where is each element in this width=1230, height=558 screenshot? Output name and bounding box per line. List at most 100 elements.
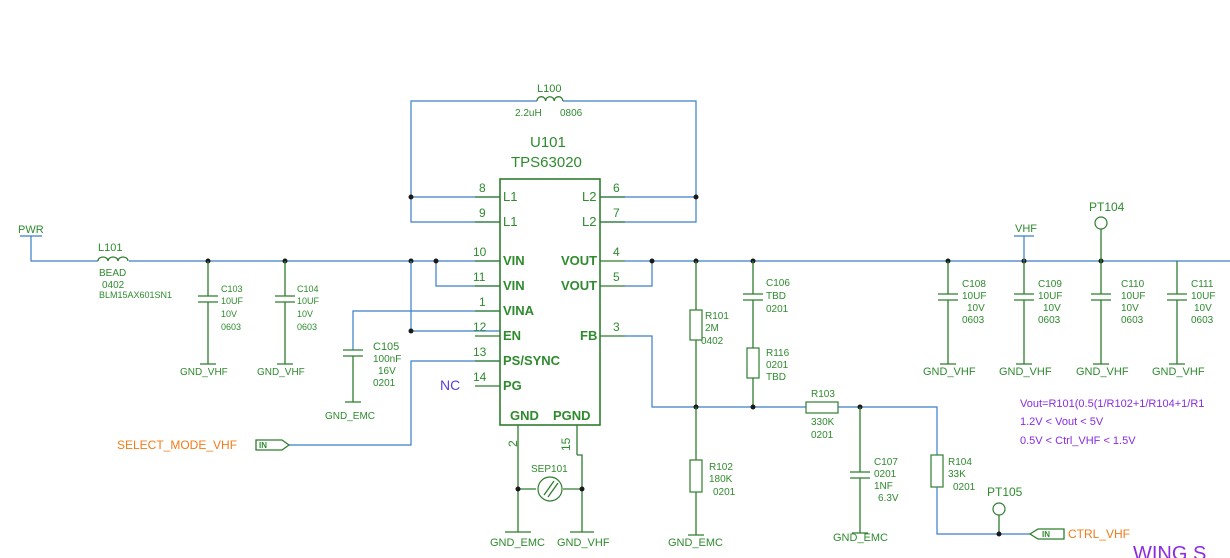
c109-voltage: 10V xyxy=(1043,303,1061,314)
pin-label: L2 xyxy=(582,214,596,229)
ic-u101: U101 TPS63020 8 9 10 11 1 12 13 14 L1 L1… xyxy=(473,134,625,455)
vhf-label: VHF xyxy=(1015,223,1037,235)
c107-ref: C107 xyxy=(874,457,898,468)
c108-voltage: 10V xyxy=(967,303,985,314)
ctrl-port-dir: IN xyxy=(1042,530,1050,539)
capacitor-c107: C107 0201 1NF 6.3V GND_EMC xyxy=(833,407,899,544)
resistor-r101: R101 2M 0402 xyxy=(689,261,729,405)
inductor-l100: L100 2.2uH 0806 xyxy=(515,83,583,119)
select-mode-port: IN SELECT_MODE_VHF xyxy=(117,438,291,452)
ic-part: TPS63020 xyxy=(511,154,582,171)
l100-ref: L100 xyxy=(537,83,561,95)
r104-ref: R104 xyxy=(948,457,972,468)
c108-ref: C108 xyxy=(962,279,986,290)
l101-part: BLM15AX601SN1 xyxy=(99,290,172,300)
pin-number: 9 xyxy=(479,206,486,220)
r116-package: 0201 xyxy=(766,360,789,371)
c107-voltage: 6.3V xyxy=(878,493,899,504)
pin-label: VOUT xyxy=(561,278,597,293)
c109-ref: C109 xyxy=(1038,279,1062,290)
capacitor-c111: C111 10UF 10V 0603 GND_VHF xyxy=(1152,261,1215,378)
l100-value: 2.2uH xyxy=(515,108,542,119)
pin-label: L1 xyxy=(503,214,517,229)
c104-value: 10UF xyxy=(297,296,320,306)
c106-package: 0201 xyxy=(766,304,789,315)
c110-voltage: 10V xyxy=(1121,303,1139,314)
pt105-ref: PT105 xyxy=(987,485,1023,499)
gnd-vhf-label: GND_VHF xyxy=(1152,366,1205,378)
pin-number: 10 xyxy=(473,245,487,259)
l101-ref: L101 xyxy=(98,242,122,254)
pin-label: VIN xyxy=(503,278,525,293)
r116-ref: R116 xyxy=(766,348,790,359)
l101-package: 0402 xyxy=(102,280,125,291)
capacitor-c106: C106 TBD 0201 xyxy=(743,261,790,348)
capacitor-c103: C103 10UF 10V 0603 GND_VHF xyxy=(180,261,244,378)
capacitor-c104: C104 10UF 10V 0603 GND_VHF xyxy=(257,261,320,378)
pin-label: FB xyxy=(580,328,597,343)
gnd-vhf-label: GND_VHF xyxy=(257,367,305,378)
pin-label: GND xyxy=(510,408,539,423)
junction xyxy=(408,328,414,334)
r103-value: 330K xyxy=(811,417,835,428)
vin-pin11-wire xyxy=(435,261,500,287)
capacitor-c109: C109 10UF 10V 0603 GND_VHF xyxy=(999,261,1062,378)
pin-number: 6 xyxy=(613,181,620,195)
l100-loop-wires xyxy=(410,100,697,223)
pin-label: PS/SYNC xyxy=(503,353,561,368)
pin-number: 8 xyxy=(479,181,486,195)
c103-ref: C103 xyxy=(221,284,243,294)
c111-voltage: 10V xyxy=(1194,303,1212,314)
pin-number: 11 xyxy=(473,270,486,284)
c104-voltage: 10V xyxy=(297,309,313,319)
c106-ref: C106 xyxy=(766,278,790,289)
gnd-emc-label: GND_EMC xyxy=(833,532,888,544)
c111-value: 10UF xyxy=(1191,291,1215,302)
pin-number: 15 xyxy=(559,437,573,451)
c106-value: TBD xyxy=(766,291,786,302)
note-vout-formula: Vout=R101(0.5(1/R102+1/R104+1/R1 xyxy=(1020,398,1204,410)
pin-label: VOUT xyxy=(561,253,597,268)
resistor-r102: R102 180K 0201 GND_EMC xyxy=(668,407,736,549)
resistor-r116: R116 0201 TBD xyxy=(746,347,790,407)
pin-label: VINA xyxy=(503,303,535,318)
fb-net xyxy=(625,335,938,455)
pin-number: 1 xyxy=(479,295,486,309)
gnd-vhf-label: GND_VHF xyxy=(1076,366,1129,378)
r103-package: 0201 xyxy=(811,430,834,441)
r104-package: 0201 xyxy=(953,482,976,493)
gnd-vhf-label: GND_VHF xyxy=(557,537,610,549)
select-mode-port-dir: IN xyxy=(259,441,267,450)
c107-package: 0201 xyxy=(874,469,897,480)
test-point-pt104: PT104 xyxy=(1089,200,1125,261)
test-point-pt105: PT105 xyxy=(987,485,1023,537)
pwr-label: PWR xyxy=(18,224,44,236)
r101-ref: R101 xyxy=(705,311,729,322)
net-tie-sep101: SEP101 GND_EMC GND_VHF xyxy=(490,454,610,549)
c110-ref: C110 xyxy=(1121,279,1145,290)
pin-label: PGND xyxy=(553,408,591,423)
c109-package: 0603 xyxy=(1038,315,1061,326)
capacitor-c108: C108 10UF 10V 0603 GND_VHF xyxy=(923,261,986,378)
c105-ref: C105 xyxy=(373,341,399,353)
vina-wire xyxy=(352,310,500,350)
pin-number: 3 xyxy=(613,320,620,334)
c105-value: 100nF xyxy=(373,354,401,365)
c108-package: 0603 xyxy=(962,315,985,326)
junction xyxy=(750,404,756,410)
gnd-emc-label: GND_EMC xyxy=(325,411,375,422)
gnd-emc-label: GND_EMC xyxy=(490,537,545,549)
ctrl-vhf-label: CTRL_VHF xyxy=(1068,527,1130,541)
c104-package: 0603 xyxy=(297,322,317,332)
pin-number: 4 xyxy=(613,245,620,259)
pin-label: VIN xyxy=(503,253,525,268)
l100-package: 0806 xyxy=(560,108,583,119)
r102-value: 180K xyxy=(709,474,733,485)
pin-label: PG xyxy=(503,378,522,393)
vhf-net: VHF xyxy=(1014,223,1037,261)
resistor-r103: R103 330K 0201 xyxy=(805,389,839,441)
c110-value: 10UF xyxy=(1121,291,1145,302)
sheet-title-fragment: WING S xyxy=(1133,543,1206,558)
l101-type: BEAD xyxy=(99,268,126,279)
